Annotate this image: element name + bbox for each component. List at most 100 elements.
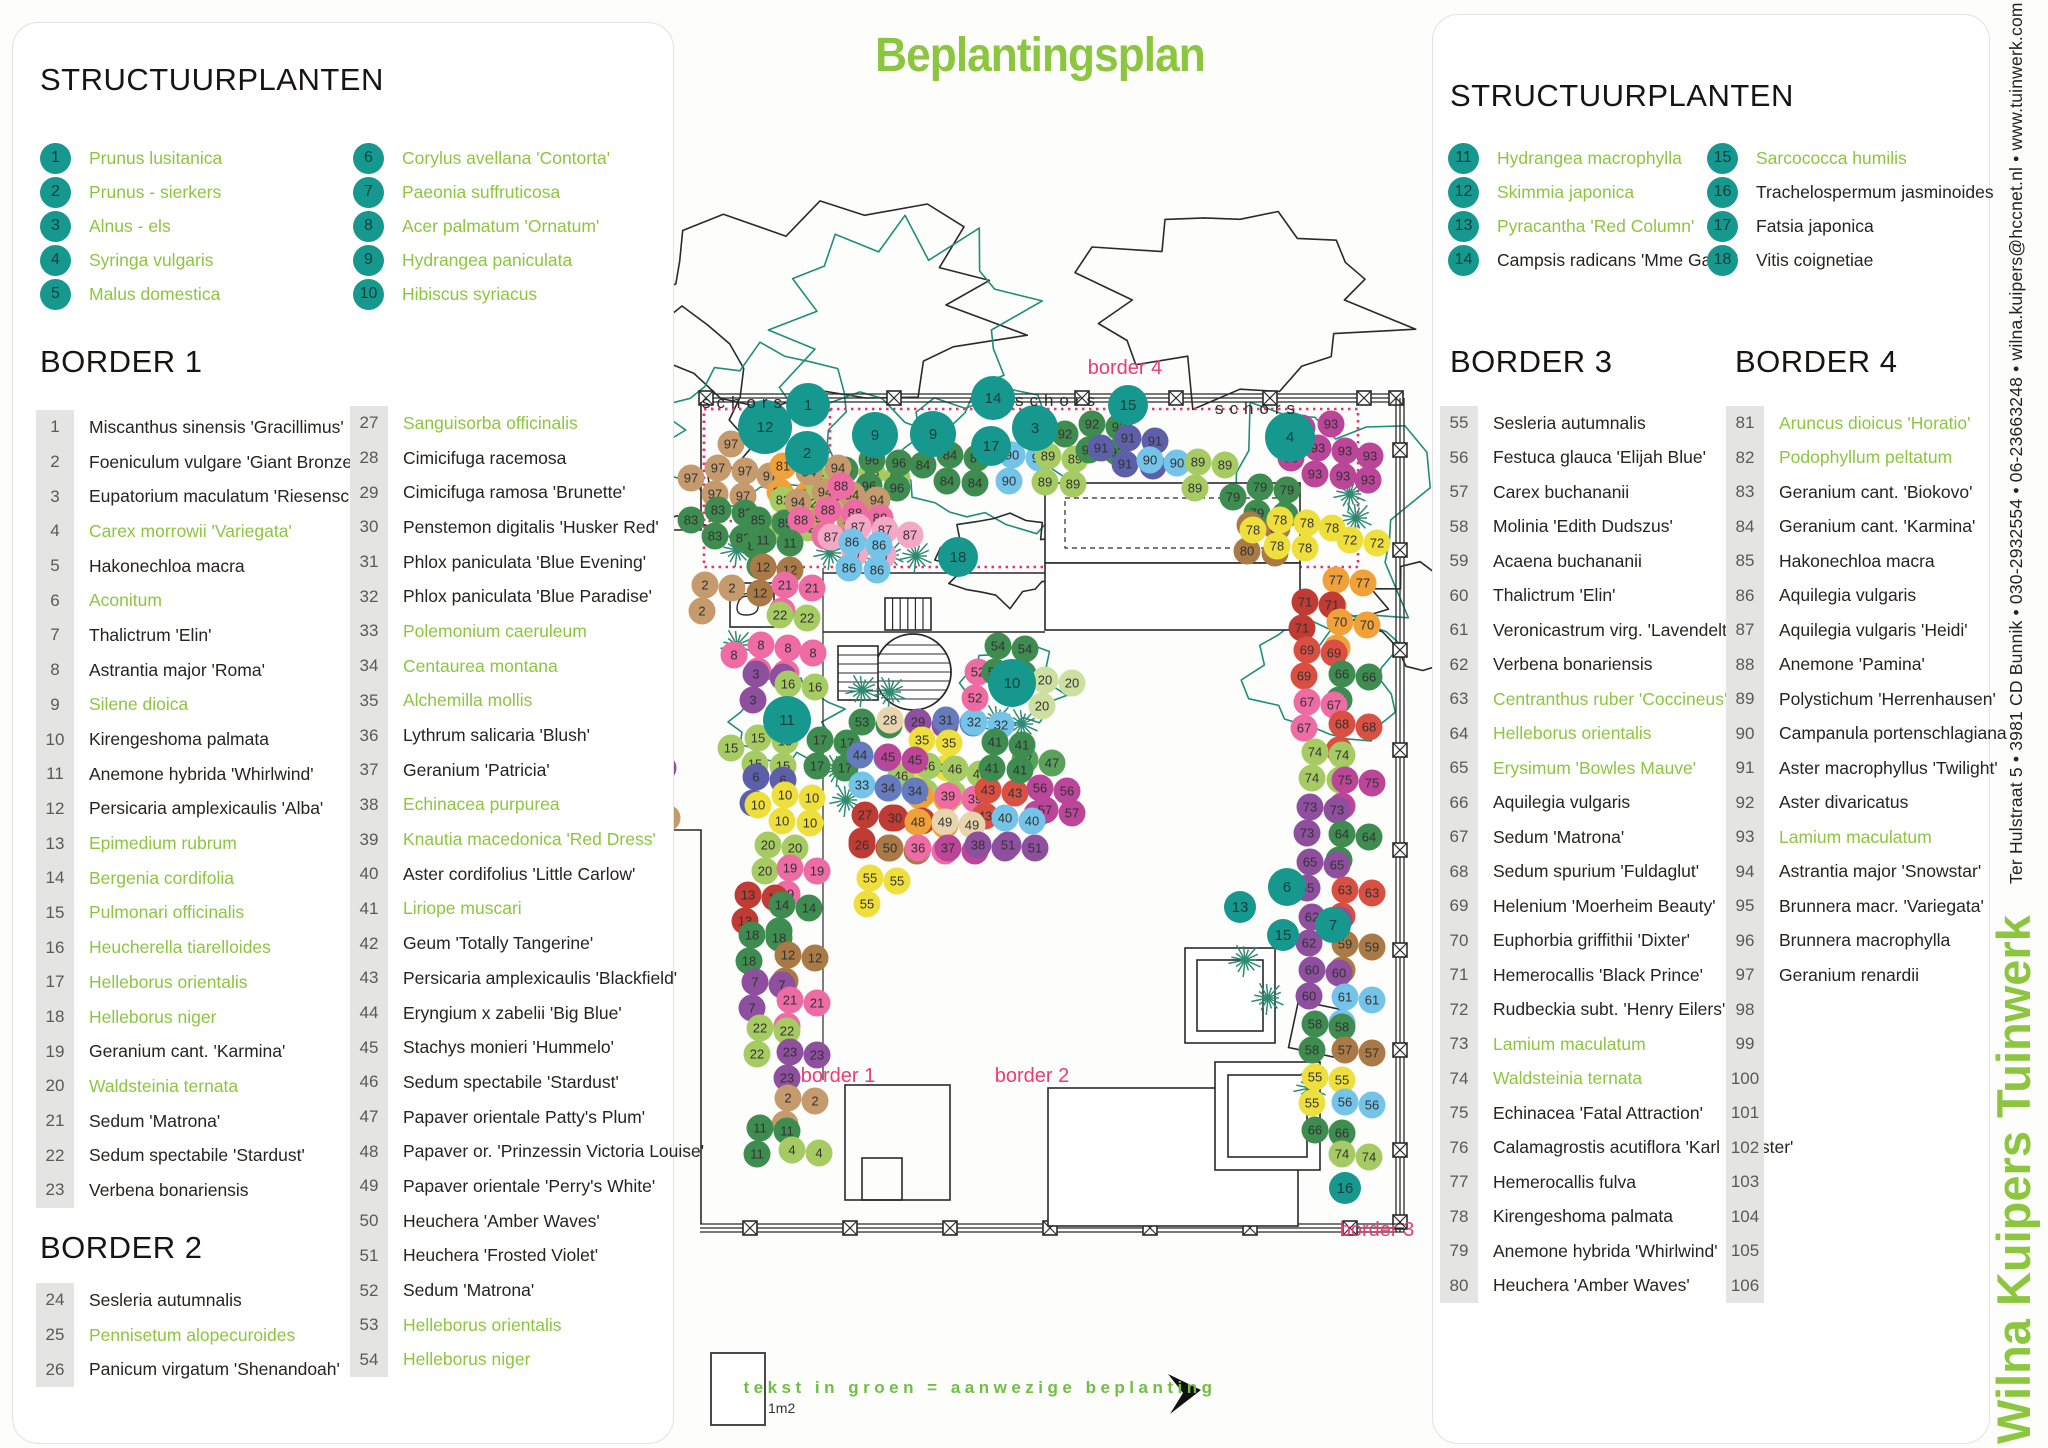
plant-circle-number: 52 xyxy=(968,691,982,706)
grass-blade xyxy=(1349,493,1366,502)
plant-circle xyxy=(901,746,929,774)
plant-name: Sedum 'Matrona' xyxy=(403,1280,535,1301)
plant-circle-number: 96 xyxy=(892,456,906,471)
plant-circle xyxy=(1296,793,1324,821)
grass-blade xyxy=(723,546,738,551)
plant-circle xyxy=(1059,470,1087,498)
structure-number-circle: 2 xyxy=(40,176,71,208)
plant-circle-number: 23 xyxy=(783,1045,797,1060)
plant-circle xyxy=(1328,1013,1356,1041)
plant-circle xyxy=(746,1114,774,1142)
plant-circle xyxy=(848,708,876,736)
plant-circle-number: 16 xyxy=(808,680,822,695)
scale-square-label: 1m2 xyxy=(768,1400,796,1416)
plant-number-chip: 59 xyxy=(1440,544,1478,579)
plant-circle xyxy=(749,526,777,554)
plant-circle xyxy=(1301,1010,1329,1038)
page-title: Beplantingsplan xyxy=(875,29,1206,82)
grass-blade xyxy=(889,685,904,693)
plant-circle-number: 51 xyxy=(1028,841,1042,856)
plant-circle-number: 19 xyxy=(810,864,824,879)
plant-circle xyxy=(743,1040,771,1068)
grass-blade xyxy=(843,799,847,817)
grass-blade xyxy=(1021,717,1036,725)
plant-circle-number: 11 xyxy=(780,1124,794,1139)
structure-plant-circle xyxy=(910,411,956,457)
plant-circle-number: 84 xyxy=(968,476,982,491)
plant-circle-number: 20 xyxy=(761,838,775,853)
grass-blade xyxy=(1342,493,1351,507)
grass-blade xyxy=(861,689,872,701)
structure-plant-circle xyxy=(1267,919,1299,951)
plant-circle xyxy=(793,604,821,632)
plant-circle-number: 55 xyxy=(1308,1070,1322,1085)
structure-plant-circle xyxy=(1108,385,1148,425)
plant-circle-number: 93 xyxy=(1338,444,1352,459)
plant-number-chip: 26 xyxy=(36,1352,74,1388)
plant-circle-number: 21 xyxy=(783,993,797,1008)
structure-plant-circle xyxy=(1012,405,1058,451)
plant-circle-number: 18 xyxy=(772,931,786,946)
structure-number-circle: 16 xyxy=(1707,176,1738,208)
plant-circle xyxy=(991,804,1019,832)
plant-circle xyxy=(1328,1140,1356,1168)
grass-blade xyxy=(861,683,876,691)
plant-number-chip: 41 xyxy=(350,891,388,927)
grass-blade xyxy=(845,689,863,695)
plant-circle-number: 34 xyxy=(881,781,895,796)
plant-number-chip: 9 xyxy=(36,687,74,723)
plant-circle-number: 21 xyxy=(805,581,819,596)
structure-number-circle: 9 xyxy=(353,244,384,276)
plant-circle-number: 55 xyxy=(890,874,904,889)
green-text-legend: tekst in groen = aanwezige beplanting xyxy=(743,1378,1217,1397)
plant-circle xyxy=(853,890,881,918)
structure-plant-circle xyxy=(971,426,1011,466)
structure-plant-number: 11 xyxy=(779,712,795,729)
plant-name: Centranthus ruber 'Coccineus' xyxy=(1493,688,1728,709)
plant-circle xyxy=(773,1017,801,1045)
plant-circle-number: 21 xyxy=(810,996,824,1011)
grass-blade xyxy=(915,555,932,564)
plant-circle xyxy=(1293,688,1321,716)
fence-post xyxy=(1392,742,1408,758)
grass-blade xyxy=(1244,959,1255,971)
plant-number-chip: 83 xyxy=(1726,475,1764,510)
plant-circle xyxy=(814,496,842,524)
border-label: border 1 xyxy=(801,1065,876,1087)
plant-circle-number: 83 xyxy=(711,503,725,518)
plant-name: Paeonia suffruticosa xyxy=(402,181,561,202)
plant-number-chip: 84 xyxy=(1726,509,1764,544)
plant-circle-number: 36 xyxy=(911,841,925,856)
structure-plant-circle xyxy=(938,537,978,577)
plant-circle xyxy=(1328,1119,1356,1147)
plant-name: Miscanthus sinensis 'Gracillimus' xyxy=(89,416,344,437)
plant-circle xyxy=(801,673,829,701)
grass-blade xyxy=(876,688,891,693)
plant-circle-number: 45 xyxy=(881,750,895,765)
grass-blade xyxy=(836,799,847,808)
plant-number-chip: 75 xyxy=(1440,1096,1478,1131)
plant-number-chip: 96 xyxy=(1726,923,1764,958)
plant-name: Pulmonari officinalis xyxy=(89,902,245,923)
plant-circle-number: 60 xyxy=(1332,966,1346,981)
plant-circle xyxy=(1358,769,1386,797)
plant-name: Phlox paniculata 'Blue Evening' xyxy=(403,551,647,572)
plant-name: Heuchera 'Frosted Violet' xyxy=(403,1245,599,1266)
